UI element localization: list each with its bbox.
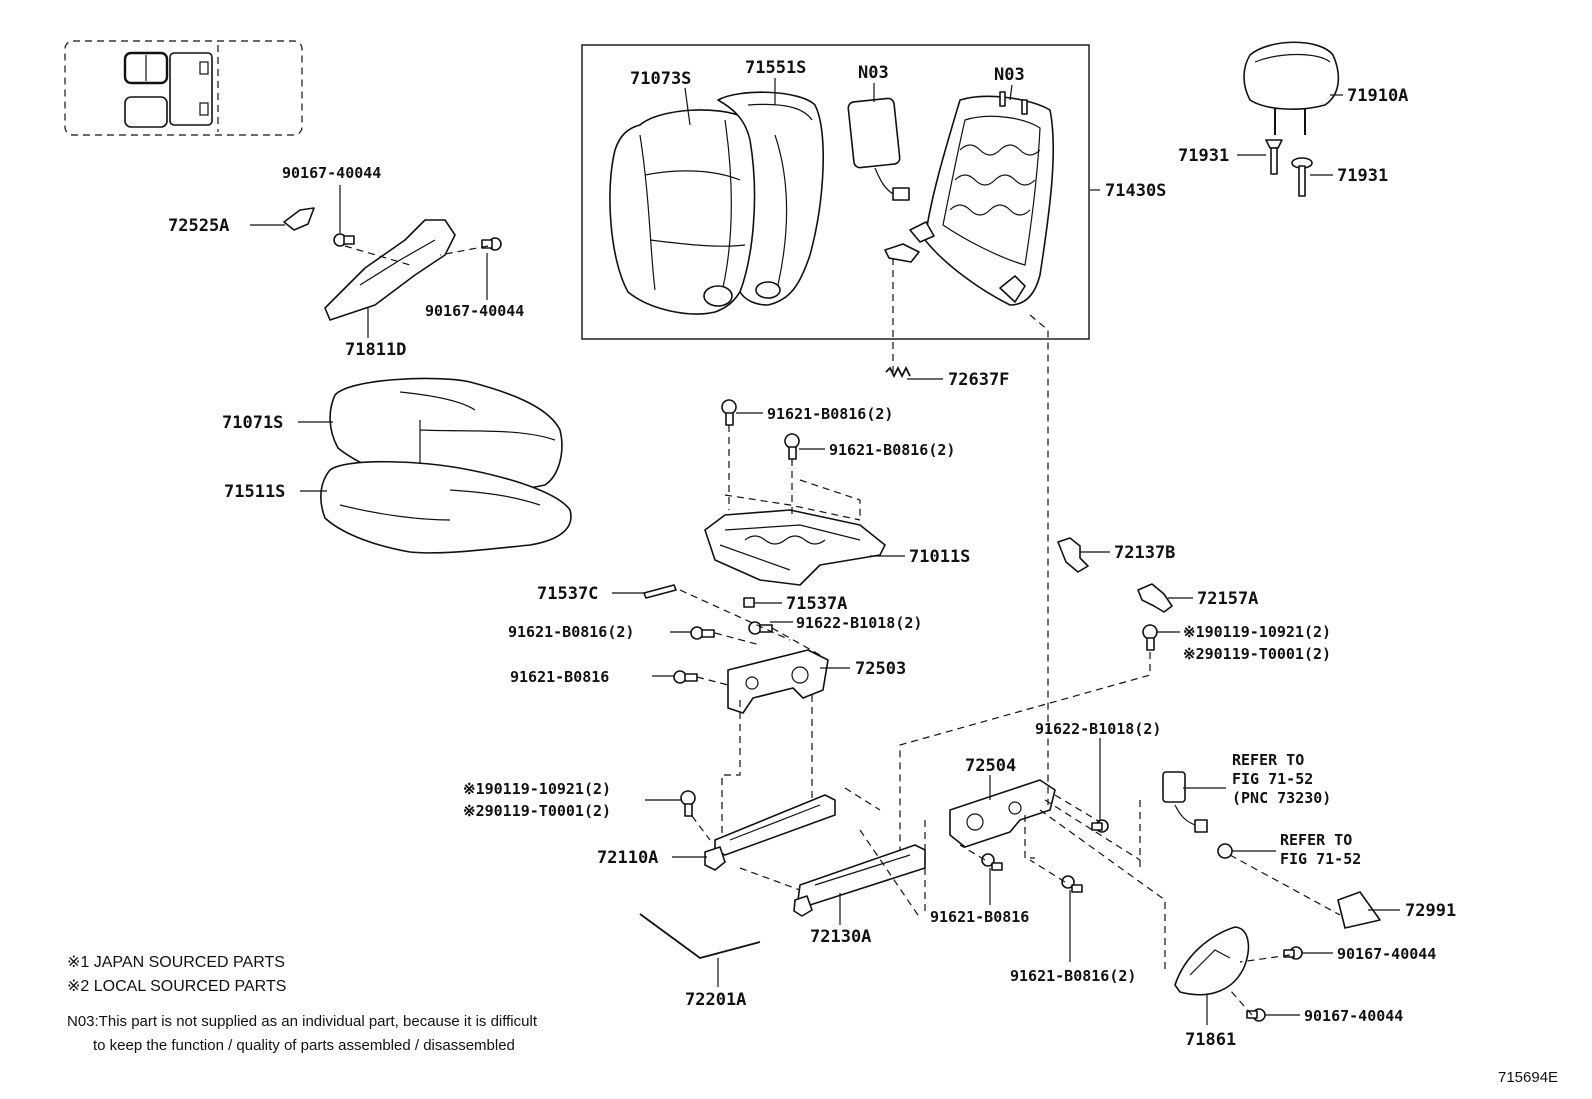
label-refer-to-1: REFER TO — [1232, 751, 1304, 769]
airbag-module-N03 — [847, 97, 910, 201]
label-72504: 72504 — [965, 756, 1016, 776]
shield-71861 — [1174, 926, 1250, 996]
label-71931-left: 71931 — [1178, 146, 1229, 166]
bolt-90119-a — [1142, 624, 1158, 651]
label-71073S: 71073S — [630, 69, 691, 89]
label-fig-71-52-2: FIG 71-52 — [1280, 850, 1361, 868]
seatbelt-buckle — [1162, 771, 1208, 833]
label-71071S: 71071S — [222, 413, 283, 433]
label-72157A: 72157A — [1197, 589, 1258, 609]
label-91621-B0816-2-a: 91621-B0816(2) — [767, 405, 893, 423]
bolt-90167-40044-b — [481, 237, 502, 251]
part-labels: 71073S 71551S N03 N03 71430S 71910A 7193… — [168, 58, 1456, 1050]
label-90167-40044-mid: 90167-40044 — [425, 302, 524, 320]
label-72525A: 72525A — [168, 216, 229, 236]
strip-71537C — [643, 584, 677, 599]
bracket-72157A — [1137, 583, 1173, 613]
nut-refer-fig — [1217, 843, 1233, 859]
recliner-72503 — [727, 649, 829, 714]
seatback-assembly-frame — [581, 44, 1090, 340]
bolt-91621-f — [1061, 875, 1083, 893]
label-90167-40044-top: 90167-40044 — [282, 164, 381, 182]
label-72503: 72503 — [855, 659, 906, 679]
assembly-lines — [344, 245, 1341, 1016]
bolt-90167-40044-a — [333, 233, 355, 247]
wire-72201A — [639, 913, 761, 959]
label-91621-B0816-2-b: 91621-B0816(2) — [829, 441, 955, 459]
label-71537A: 71537A — [786, 594, 847, 614]
note-n03-line2: to keep the function / quality of parts … — [93, 1037, 515, 1054]
cover-72525A — [283, 207, 315, 231]
bolt-91621-a — [721, 399, 737, 426]
recliner-72504 — [949, 779, 1056, 848]
label-72201A: 72201A — [685, 990, 746, 1010]
label-N03-frame: N03 — [994, 65, 1025, 85]
label-N03-airbag: N03 — [858, 63, 889, 83]
label-71430S: 71430S — [1105, 181, 1166, 201]
label-72130A: 72130A — [810, 927, 871, 947]
seatback-pad-71551S — [717, 91, 824, 306]
label-71931-right: 71931 — [1337, 166, 1388, 186]
label-71011S: 71011S — [909, 547, 970, 567]
bolt-91622-a — [748, 621, 773, 635]
bolt-91621-b — [784, 433, 800, 460]
label-71537C: 71537C — [537, 584, 598, 604]
label-91621-B0816-2-f: 91621-B0816(2) — [1010, 967, 1136, 985]
headrest-guide-71931-right — [1291, 157, 1313, 197]
clip-71537A — [743, 597, 755, 608]
bracket-72137B — [1057, 537, 1089, 573]
label-71511S: 71511S — [224, 482, 285, 502]
note-n03-line1: N03:This part is not supplied as an indi… — [67, 1013, 538, 1030]
label-91621-B0816-2-c: 91621-B0816(2) — [508, 623, 634, 641]
label-91621-B0816-d: 91621-B0816 — [510, 668, 609, 686]
diagram-id: 715694E — [1498, 1069, 1558, 1086]
seat-track-72110A — [704, 794, 836, 871]
seat-track-72130A — [793, 844, 926, 917]
cover-72991 — [1337, 891, 1381, 929]
label-90119-T0001-2-a: ※290119-T0001(2) — [1183, 645, 1331, 663]
label-90119-10921-2-b: ※190119-10921(2) — [463, 780, 611, 798]
leader-lines — [250, 78, 1400, 1025]
label-91622-B1018-2-a: 91622-B1018(2) — [796, 614, 922, 632]
seatback-frame-71430S — [884, 91, 1055, 306]
note-local-sourced: ※2 LOCAL SOURCED PARTS — [67, 978, 286, 995]
note-japan-sourced: ※1 JAPAN SOURCED PARTS — [67, 954, 285, 971]
label-71910A: 71910A — [1347, 86, 1408, 106]
label-71861: 71861 — [1185, 1030, 1236, 1050]
label-72137B: 72137B — [1114, 543, 1175, 563]
label-90167-40044-c: 90167-40044 — [1337, 945, 1436, 963]
label-71551S: 71551S — [745, 58, 806, 78]
label-pnc-73230: (PNC 73230) — [1232, 789, 1331, 807]
label-90167-40044-d: 90167-40044 — [1304, 1007, 1403, 1025]
bolt-90167-40044-d — [1246, 1008, 1266, 1022]
seatback-cover-71073S — [609, 109, 758, 315]
spring-72637F — [885, 365, 911, 379]
bolt-90119-b — [680, 790, 696, 817]
label-fig-71-52-1: FIG 71-52 — [1232, 770, 1313, 788]
label-91622-B1018-2-b: 91622-B1018(2) — [1035, 720, 1161, 738]
legend-notes: ※1 JAPAN SOURCED PARTS ※2 LOCAL SOURCED … — [67, 954, 538, 1054]
bolt-91621-c — [690, 626, 715, 640]
label-90119-T0001-2-b: ※290119-T0001(2) — [463, 802, 611, 820]
label-72637F: 72637F — [948, 370, 1009, 390]
bolt-90167-40044-c — [1283, 946, 1303, 960]
cushion-frame-71011S — [704, 509, 886, 586]
headrest-71910A — [1243, 41, 1340, 135]
cushion-pad-71511S — [320, 460, 572, 554]
label-refer-to-2: REFER TO — [1280, 831, 1352, 849]
label-72110A: 72110A — [597, 848, 658, 868]
headrest-guide-71931-left — [1265, 139, 1283, 175]
label-91621-B0816-e: 91621-B0816 — [930, 908, 1029, 926]
label-71811D: 71811D — [345, 340, 406, 360]
label-90119-10921-2-a: ※190119-10921(2) — [1183, 623, 1331, 641]
label-72991: 72991 — [1405, 901, 1456, 921]
shield-71811D — [324, 219, 456, 321]
seat-location-key — [64, 40, 303, 136]
bolt-91621-d — [673, 670, 698, 684]
bolt-91622-b — [1091, 819, 1109, 833]
bolt-91621-e — [981, 853, 1003, 871]
